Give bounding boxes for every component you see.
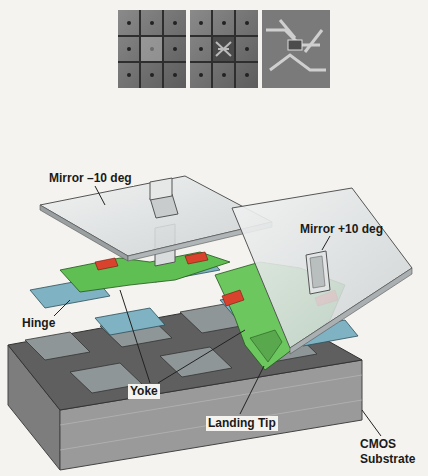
sem-image	[118, 10, 186, 88]
part-label: Mirror +10 deg	[298, 222, 385, 237]
part-label: CMOS Substrate	[358, 437, 424, 467]
part-label: Hinge	[20, 316, 57, 331]
sem-image	[190, 10, 258, 88]
yoke	[60, 252, 230, 292]
part-label: Landing Tip	[206, 416, 278, 431]
mirror	[232, 188, 412, 354]
sem-image	[262, 10, 330, 88]
part-label: Mirror –10 deg	[47, 171, 134, 186]
part-label: Yoke	[128, 384, 160, 399]
